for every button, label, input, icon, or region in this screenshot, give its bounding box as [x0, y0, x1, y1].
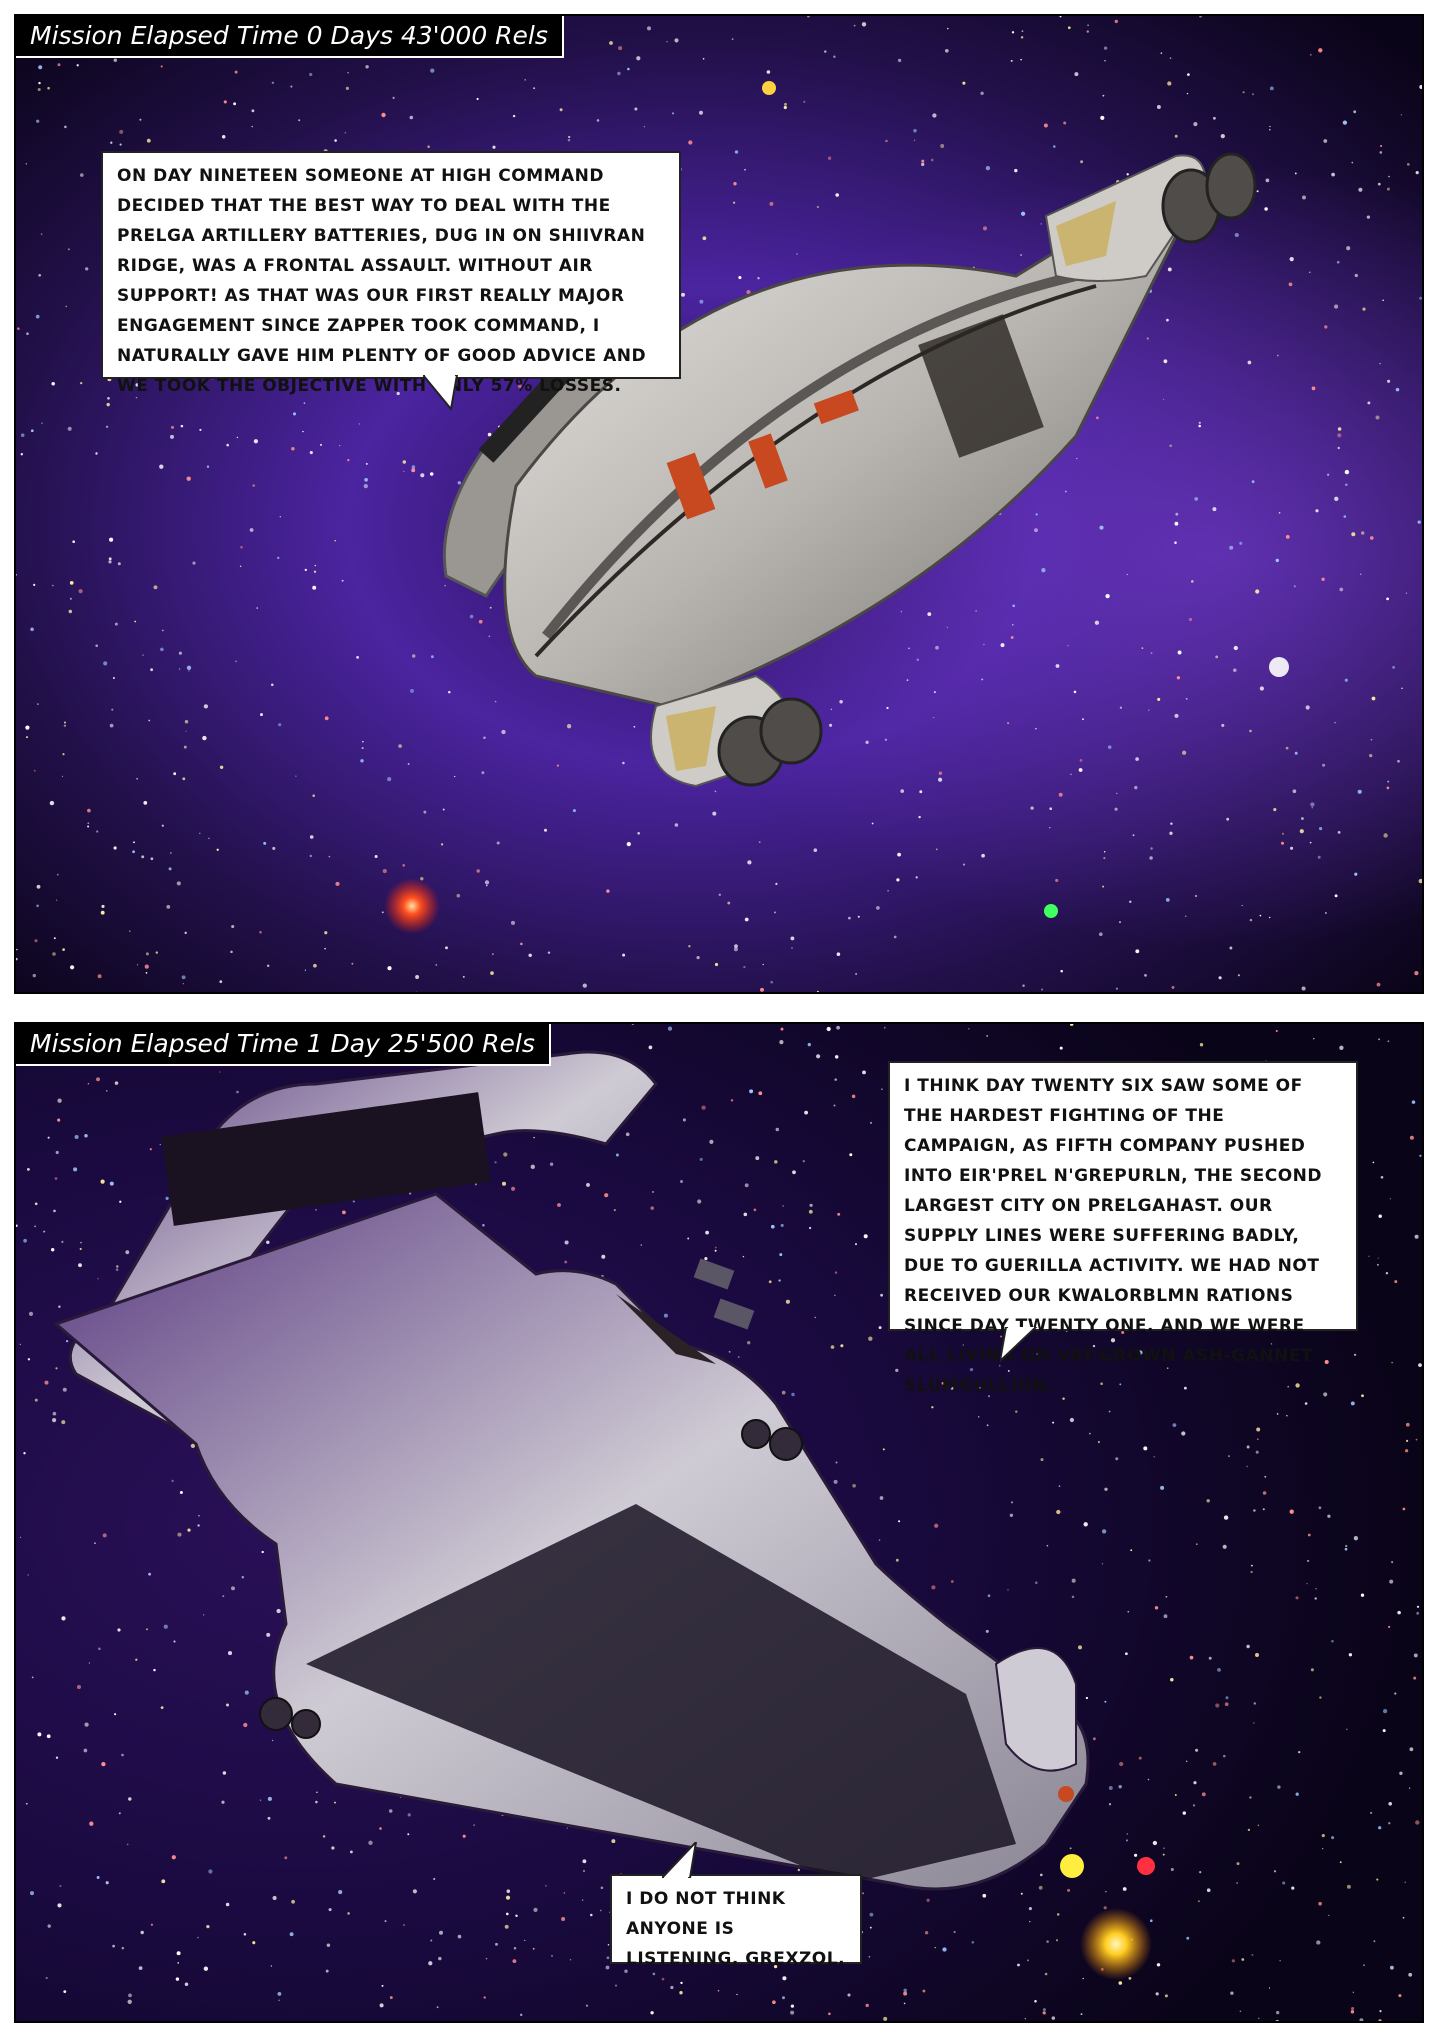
mission-time-caption-2: Mission Elapsed Time 1 Day 25'500 Rels — [16, 1024, 551, 1066]
mission-time-caption: Mission Elapsed Time 0 Days 43'000 Rels — [16, 16, 564, 58]
space-scene-2 — [16, 1024, 1422, 2021]
comic-panel-1: Mission Elapsed Time 0 Days 43'000 Rels … — [14, 14, 1424, 994]
white-star-icon — [1269, 657, 1289, 677]
red-star-icon — [384, 878, 440, 934]
yellow-sun-icon — [1080, 1908, 1152, 1980]
yellow-star-icon — [762, 81, 776, 95]
balloon-tail-icon-2 — [1000, 1327, 1038, 1363]
speech-balloon-2: I think day twenty six saw some of the h… — [888, 1061, 1358, 1396]
spaceship-graphic-2 — [53, 1050, 1090, 1891]
speech-balloon-3: I do not think anyone is listening, Grex… — [610, 1842, 862, 1969]
green-star-icon — [1044, 904, 1058, 918]
speech-balloon-2-text: I think day twenty six saw some of the h… — [904, 1076, 1323, 1396]
speech-balloon-3-text: I do not think anyone is listening, Grex… — [626, 1889, 846, 1969]
balloon-tail-icon — [423, 375, 459, 411]
comic-panel-2: Mission Elapsed Time 1 Day 25'500 Rels I… — [14, 1022, 1424, 2023]
speech-balloon-1: On day nineteen someone at High Command … — [101, 151, 681, 411]
spaceship-graphic — [442, 152, 1257, 788]
balloon-tail-icon-3 — [662, 1842, 698, 1878]
small-red-star-icon — [1137, 1857, 1155, 1875]
speech-balloon-1-text: On day nineteen someone at High Command … — [117, 166, 647, 396]
small-yellow-star-icon — [1060, 1854, 1084, 1878]
